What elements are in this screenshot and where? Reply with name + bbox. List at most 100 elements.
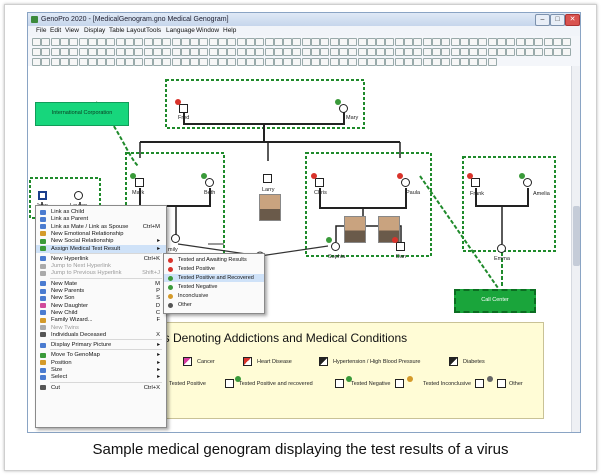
toolbar-button[interactable] xyxy=(143,58,153,66)
toolbar-button[interactable] xyxy=(115,58,125,66)
toolbar-button[interactable] xyxy=(115,38,125,46)
toolbar-button[interactable] xyxy=(199,38,209,46)
toolbar-button[interactable] xyxy=(431,48,441,56)
toolbar-button[interactable] xyxy=(385,58,395,66)
person-mark[interactable] xyxy=(135,178,144,187)
toolbar-button[interactable] xyxy=(171,38,181,46)
toolbar-button[interactable] xyxy=(515,38,525,46)
toolbar-button[interactable] xyxy=(87,48,97,56)
person-larry[interactable] xyxy=(263,174,272,183)
toolbar-button[interactable] xyxy=(190,38,200,46)
toolbar-button[interactable] xyxy=(413,58,423,66)
toolbar-button[interactable] xyxy=(329,48,339,56)
context-menu-item[interactable]: Move To GenoMap▸ xyxy=(36,351,166,359)
scrollbar-thumb[interactable] xyxy=(573,206,580,266)
menu-tools[interactable]: Tools xyxy=(146,27,162,34)
toolbar-button[interactable] xyxy=(50,48,60,56)
toolbar-button[interactable] xyxy=(87,58,97,66)
toolbar-button[interactable] xyxy=(320,38,330,46)
toolbar-button[interactable] xyxy=(422,38,432,46)
toolbar-button[interactable] xyxy=(97,48,107,56)
toolbar-button[interactable] xyxy=(143,38,153,46)
toolbar-button[interactable] xyxy=(199,48,209,56)
toolbar-button[interactable] xyxy=(245,58,255,66)
menu-window[interactable]: Window xyxy=(196,27,220,34)
toolbar-button[interactable] xyxy=(125,38,134,46)
toolbar-button[interactable] xyxy=(394,58,404,66)
toolbar-button[interactable] xyxy=(366,58,376,66)
toolbar-button[interactable] xyxy=(357,58,367,66)
toolbar-button[interactable] xyxy=(357,48,367,56)
close-button[interactable]: ✕ xyxy=(565,14,580,26)
toolbar-button[interactable] xyxy=(171,48,181,56)
toolbar-button[interactable] xyxy=(236,38,246,46)
toolbar-button[interactable] xyxy=(459,58,469,66)
toolbar-button[interactable] xyxy=(59,38,69,46)
submenu-item[interactable]: Tested Positive and Recovered xyxy=(164,274,264,283)
toolbar-button[interactable] xyxy=(283,48,293,56)
toolbar-button[interactable] xyxy=(366,38,376,46)
person-paula[interactable] xyxy=(401,178,410,187)
toolbar-button[interactable] xyxy=(394,38,404,46)
toolbar-button[interactable] xyxy=(59,48,69,56)
person-lauren[interactable] xyxy=(74,191,83,200)
toolbar-button[interactable] xyxy=(329,38,339,46)
context-menu-item[interactable]: New Emotional Relationship xyxy=(36,230,166,238)
context-menu-item[interactable]: Link as Child xyxy=(36,208,166,216)
person-fred[interactable] xyxy=(179,104,188,113)
toolbar-button[interactable] xyxy=(515,48,525,56)
context-menu-item[interactable]: Family Wizard...F xyxy=(36,316,166,324)
toolbar-button[interactable] xyxy=(50,38,60,46)
person-beth[interactable] xyxy=(205,178,214,187)
toolbar-button[interactable] xyxy=(125,48,134,56)
context-menu-item[interactable]: Assign Medical Test Result▸ xyxy=(36,244,166,253)
toolbar-button[interactable] xyxy=(469,48,479,56)
person-john-selected[interactable] xyxy=(38,191,47,200)
toolbar-button[interactable] xyxy=(376,48,386,56)
toolbar-button[interactable] xyxy=(264,48,274,56)
toolbar-button[interactable] xyxy=(59,58,69,66)
person-mary[interactable] xyxy=(339,104,348,113)
toolbar-button[interactable] xyxy=(218,48,227,56)
toolbar-button[interactable] xyxy=(431,58,441,66)
toolbar-button[interactable] xyxy=(366,48,376,56)
toolbar-button[interactable] xyxy=(459,48,469,56)
toolbar-button[interactable] xyxy=(292,38,302,46)
toolbar-button[interactable] xyxy=(450,38,460,46)
toolbar-button[interactable] xyxy=(301,38,311,46)
toolbar-button[interactable] xyxy=(152,48,162,56)
context-menu-item[interactable]: Link as Parent xyxy=(36,215,166,223)
toolbar-button[interactable] xyxy=(422,48,432,56)
toolbar-button[interactable] xyxy=(394,48,404,56)
toolbar-button[interactable] xyxy=(338,48,348,56)
person-emily[interactable] xyxy=(171,234,180,243)
toolbar-button[interactable] xyxy=(273,48,283,56)
toolbar-button[interactable] xyxy=(78,38,88,46)
toolbar-button[interactable] xyxy=(97,38,107,46)
person-dan[interactable] xyxy=(396,242,405,251)
toolbar-button[interactable] xyxy=(227,58,237,66)
toolbar-button[interactable] xyxy=(255,58,265,66)
toolbar-button[interactable] xyxy=(41,58,51,66)
menu-view[interactable]: View xyxy=(65,27,79,34)
toolbar-button[interactable] xyxy=(301,58,311,66)
toolbar-button[interactable] xyxy=(236,48,246,56)
toolbar-button[interactable] xyxy=(524,38,534,46)
toolbar-button[interactable] xyxy=(283,58,293,66)
toolbar-button[interactable] xyxy=(497,48,506,56)
toolbar-button[interactable] xyxy=(190,58,200,66)
toolbar-button[interactable] xyxy=(171,58,181,66)
toolbar-button[interactable] xyxy=(311,38,320,46)
toolbar-button[interactable] xyxy=(562,48,572,56)
toolbar-button[interactable] xyxy=(478,38,488,46)
toolbar-button[interactable] xyxy=(329,58,339,66)
toolbar-button[interactable] xyxy=(41,38,51,46)
toolbar-button[interactable] xyxy=(134,58,144,66)
toolbar-button[interactable] xyxy=(264,38,274,46)
toolbar-button[interactable] xyxy=(152,58,162,66)
